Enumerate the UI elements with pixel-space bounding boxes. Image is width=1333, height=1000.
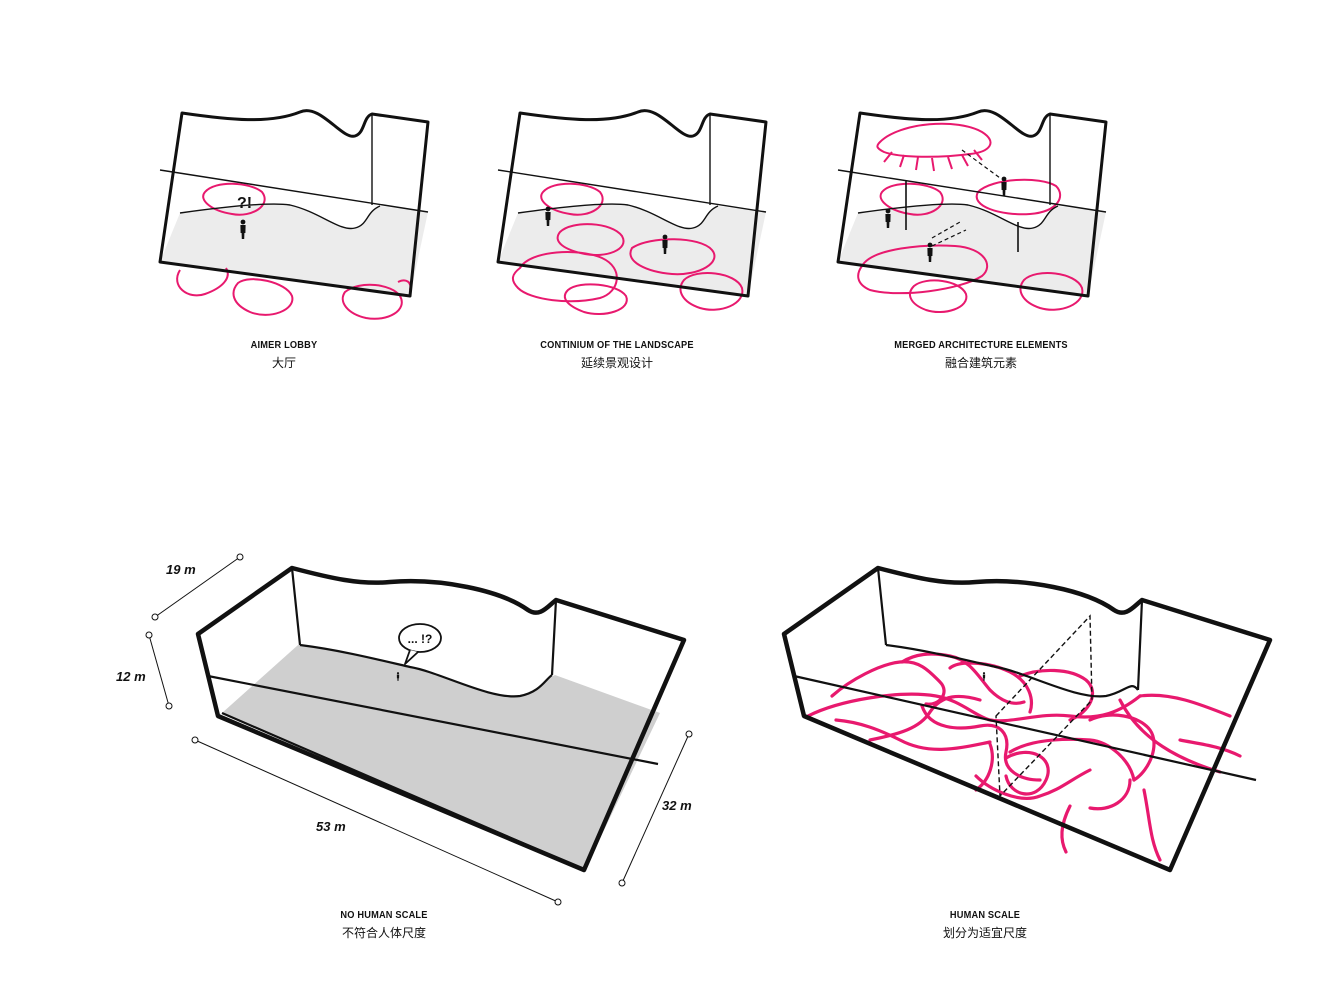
panel-human-scale: [781, 565, 1273, 873]
panel-continuum-landscape: [496, 109, 768, 316]
volume-outline: [158, 109, 430, 298]
bubble-text: ... !?: [408, 632, 433, 646]
lobby-symbol: ?!: [237, 195, 252, 212]
volume-inner-lines: [207, 567, 659, 872]
caption-merged: MERGED ARCHITECTURE ELEMENTS 融合建筑元素: [846, 339, 1116, 371]
caption-en: AIMER LOBBY: [250, 339, 318, 351]
caption-en: NO HUMAN SCALE: [340, 909, 428, 921]
volume-inner-lines: [159, 112, 429, 263]
volume-outline: [195, 565, 687, 873]
dimension-width-label: 32 m: [662, 798, 692, 813]
dimension-endpoints: [145, 553, 693, 906]
caption-continuum: CONTINIUM OF THE LANDSCAPE 延续景观设计: [497, 339, 737, 371]
floor-plane: [160, 203, 428, 296]
panel-no-human-scale: ... !? 19 m 12 m 53 m 32 m: [116, 553, 693, 906]
dimension-lines: [148, 556, 690, 903]
person-icon: [1001, 176, 1007, 196]
speech-bubble: ... !?: [398, 623, 442, 665]
caption-zh: 延续景观设计: [580, 356, 653, 370]
caption-aimer-lobby: AIMER LOBBY 大厅: [189, 339, 379, 371]
circulation-path: [176, 182, 412, 320]
circulation-path: [857, 122, 1084, 313]
caption-zh: 融合建筑元素: [944, 356, 1017, 370]
caption-zh: 大厅: [271, 356, 296, 370]
sightline: [931, 149, 1001, 247]
caption-en: HUMAN SCALE: [949, 909, 1021, 921]
panel-aimer-lobby: ?!: [158, 109, 430, 320]
caption-en: MERGED ARCHITECTURE ELEMENTS: [894, 339, 1068, 351]
volume-inner-lines: [793, 567, 1257, 782]
volume-outline: [781, 565, 1273, 873]
dimension-depth-label: 12 m: [116, 669, 146, 684]
circulation-network: [806, 652, 1242, 862]
dimension-length-label: 53 m: [316, 819, 346, 834]
floor-plane: [222, 645, 660, 870]
caption-en: CONTINIUM OF THE LANDSCAPE: [540, 339, 694, 351]
caption-zh: 划分为适宜尺度: [942, 926, 1027, 940]
partition-plane: [995, 614, 1093, 798]
caption-no-human-scale: NO HUMAN SCALE 不符合人体尺度: [299, 909, 469, 941]
volume-inner-lines: [837, 112, 1107, 263]
volume-inner-lines: [497, 112, 767, 263]
volume-outline: [836, 109, 1108, 298]
dimension-height-label: 19 m: [166, 562, 196, 577]
caption-human-scale: HUMAN SCALE 划分为适宜尺度: [910, 909, 1060, 941]
caption-zh: 不符合人体尺度: [341, 926, 426, 940]
volume-outline: [496, 109, 768, 298]
panel-merged-elements: [836, 109, 1108, 313]
circulation-path: [512, 182, 744, 316]
canopy-rays: [883, 149, 983, 172]
